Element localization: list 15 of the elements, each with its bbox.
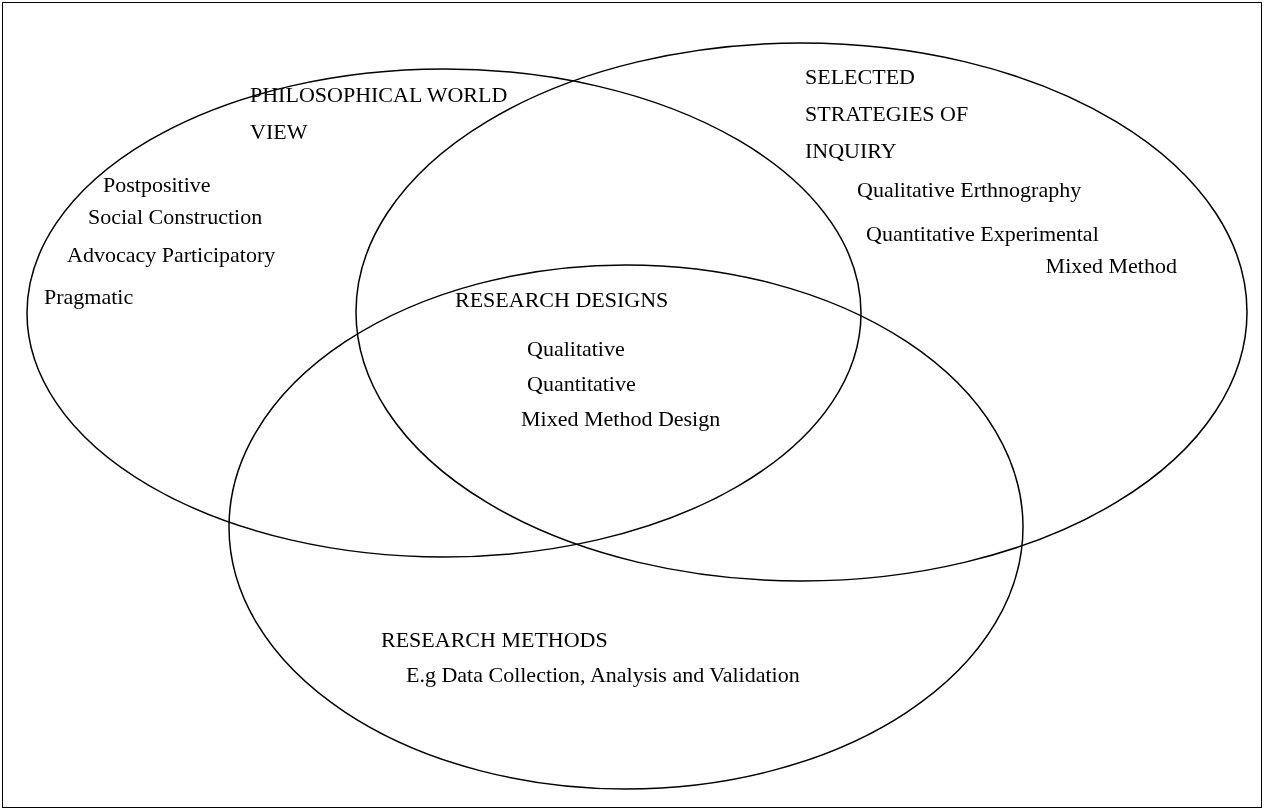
list-item: Quantitative (527, 370, 636, 398)
list-item: Postpositive (103, 171, 211, 199)
list-item: Pragmatic (44, 283, 134, 311)
list-item: Mixed Method (1045, 252, 1177, 280)
list-item: Mixed Method Design (521, 405, 721, 433)
set-heading: RESEARCH METHODS (381, 626, 608, 654)
list-item: Quantitative Experimental (866, 220, 1099, 248)
list-item: Social Construction (88, 203, 263, 231)
set-heading: PHILOSOPHICAL WORLD VIEW (250, 81, 509, 146)
list-item: Qualitative (527, 335, 625, 363)
list-item: Advocacy Participatory (67, 241, 276, 269)
list-item: E.g Data Collection, Analysis and Validation (406, 661, 800, 689)
set-heading: SELECTED STRATEGIES OF INQUIRY (805, 63, 970, 165)
intersection-heading: RESEARCH DESIGNS (455, 286, 669, 314)
list-item: Qualitative Erthnography (857, 176, 1082, 204)
